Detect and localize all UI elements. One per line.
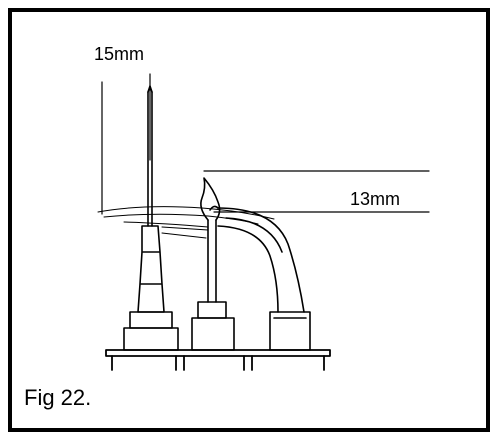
mounting-plate (105, 349, 331, 371)
middle-electrode (191, 177, 235, 351)
dimension-label-15mm: 15mm (94, 44, 145, 64)
left-electrode (123, 85, 179, 351)
burner-electrode-diagram (97, 73, 430, 371)
dimension-15mm-lines (101, 73, 151, 215)
dimension-label-13mm: 13mm (350, 189, 401, 209)
figure-caption: Fig 22. (24, 385, 92, 410)
figure-frame: 15mm 13mm Fig 22. (8, 8, 490, 432)
right-curved-electrode (217, 207, 311, 351)
